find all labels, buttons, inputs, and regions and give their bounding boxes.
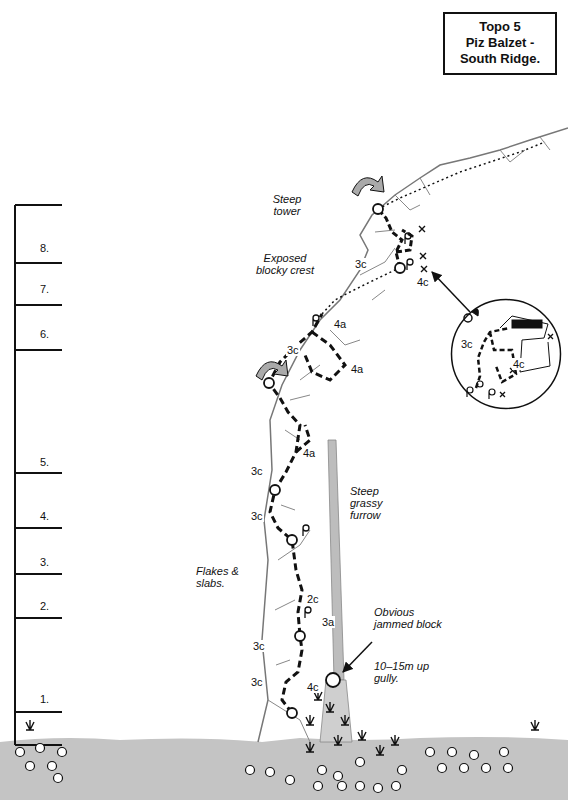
gully bbox=[320, 680, 352, 742]
pitch-grade: 4c bbox=[306, 681, 320, 693]
route-variant bbox=[296, 332, 345, 452]
pitch-grade: 3c bbox=[250, 676, 264, 688]
scale-mark: 8. bbox=[40, 242, 49, 254]
peg-cross bbox=[419, 226, 427, 272]
leader-arrow bbox=[343, 642, 372, 672]
pitch-grade: 3a bbox=[321, 616, 335, 628]
route-scramble bbox=[322, 270, 395, 314]
pitch-grade: 4a bbox=[302, 447, 316, 459]
feature-note: Steep tower bbox=[258, 193, 316, 217]
ground-band bbox=[0, 737, 568, 800]
bolt-symbol bbox=[303, 233, 413, 618]
grassy-furrow bbox=[328, 440, 344, 680]
topo-title: Topo 5 bbox=[445, 19, 555, 35]
pitch-grade: 3c bbox=[250, 510, 264, 522]
pitch-grade: 4c bbox=[512, 358, 526, 370]
rock-detail bbox=[268, 137, 550, 742]
pitch-grade: 3c bbox=[460, 338, 474, 350]
feature-note: Obvious jammed block bbox=[374, 606, 444, 630]
scale-mark: 4. bbox=[40, 510, 49, 522]
scree-and-grass bbox=[16, 690, 540, 793]
route-scramble bbox=[378, 142, 545, 209]
pitch-grade: 4c bbox=[416, 276, 430, 288]
belay-stance bbox=[264, 204, 405, 718]
pitch-grade: 3c bbox=[252, 640, 266, 652]
turn-arrow bbox=[256, 360, 288, 380]
feature-note: Steep grassy furrow bbox=[350, 485, 406, 521]
scale-mark: 5. bbox=[40, 456, 49, 468]
pitch-grade: 3c bbox=[250, 465, 264, 477]
leader-arrow bbox=[432, 272, 470, 312]
title-subtitle: Piz Balzet - South Ridge. bbox=[445, 35, 555, 67]
title-box: Topo 5Piz Balzet - South Ridge. bbox=[443, 12, 557, 75]
pitch-grade: 2c bbox=[306, 593, 320, 605]
pitch-grade: 3c bbox=[286, 344, 300, 356]
height-scale bbox=[15, 205, 62, 745]
scale-mark: 7. bbox=[40, 283, 49, 295]
pitch-grade: 4a bbox=[333, 318, 347, 330]
scale-mark: 3. bbox=[40, 556, 49, 568]
route-line bbox=[378, 209, 412, 268]
scale-mark: 6. bbox=[40, 328, 49, 340]
detail-inset: 3c 4c bbox=[450, 298, 562, 410]
pitch-grade: 4a bbox=[350, 363, 364, 375]
inset-outline bbox=[450, 298, 562, 410]
scale-mark: 1. bbox=[40, 693, 49, 705]
pitch-grade: 3c bbox=[354, 258, 368, 270]
feature-note: Exposed blocky crest bbox=[252, 252, 318, 276]
ridge-outline bbox=[258, 128, 568, 742]
turn-arrow bbox=[352, 176, 384, 196]
feature-note: 10–15m up gully. bbox=[374, 660, 442, 684]
feature-note: Flakes & slabs. bbox=[196, 565, 252, 589]
scale-mark: 2. bbox=[40, 600, 49, 612]
